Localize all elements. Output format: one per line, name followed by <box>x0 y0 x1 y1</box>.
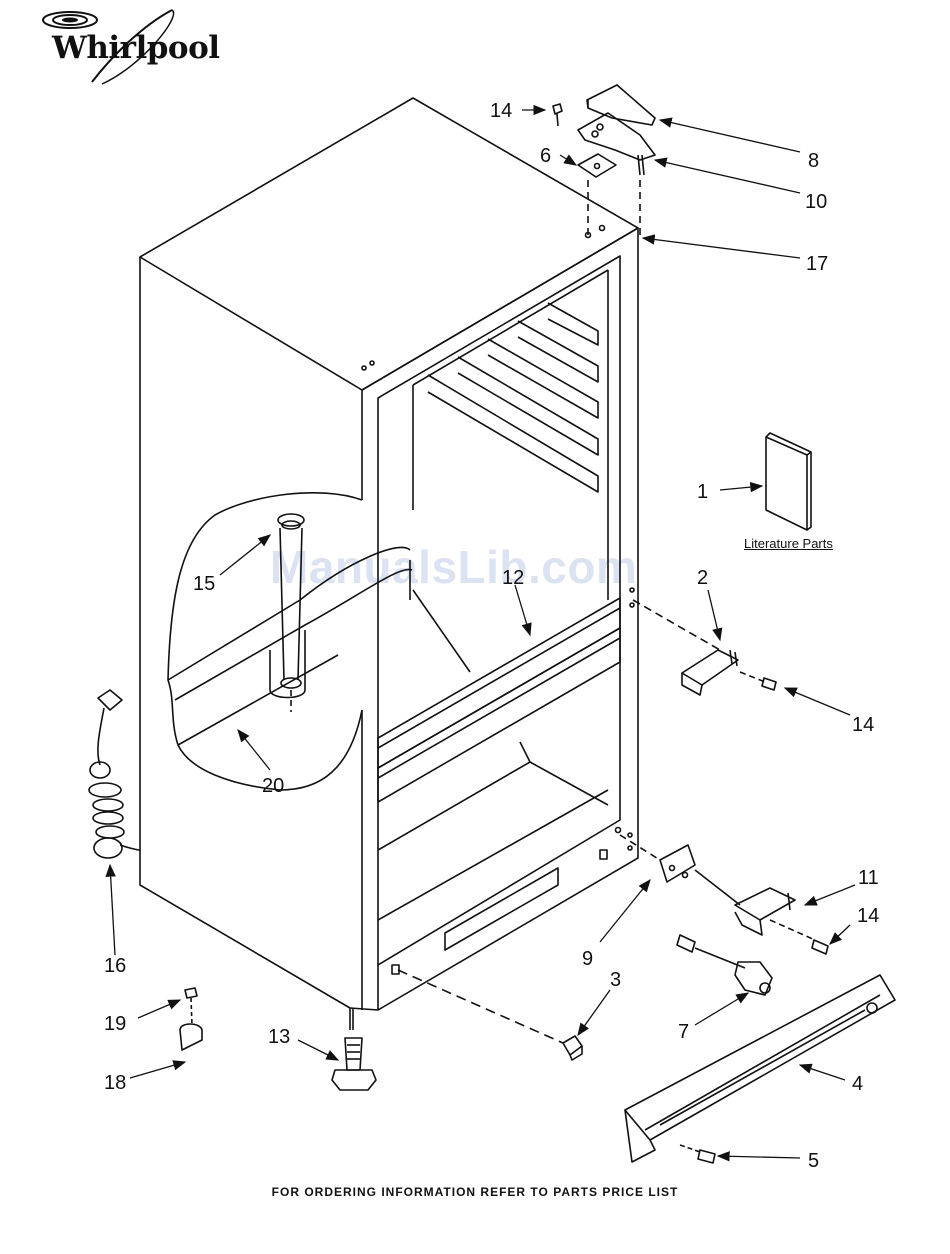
toe-grille <box>625 975 895 1162</box>
callout-16: 16 <box>104 955 126 977</box>
callout-12: 12 <box>502 567 524 589</box>
cutaway-drain-trough <box>168 493 470 790</box>
refrigerator-cabinet <box>140 98 638 1030</box>
literature-booklet <box>766 433 811 530</box>
wire-harness <box>677 935 772 995</box>
callout-3: 3 <box>610 969 621 991</box>
grille-screw <box>680 1145 715 1163</box>
grille-clip <box>398 970 582 1060</box>
callout-leaders <box>110 110 855 1158</box>
callout-1: 1 <box>697 481 708 503</box>
callout-10: 10 <box>805 191 827 213</box>
callout-9: 9 <box>582 948 593 970</box>
footer-note: FOR ORDERING INFORMATION REFER TO PARTS … <box>0 1185 950 1199</box>
top-hinge-assembly <box>553 85 655 240</box>
middle-hinge <box>633 600 776 695</box>
callout-13: 13 <box>268 1026 290 1048</box>
power-cord <box>89 690 140 858</box>
callout-19: 19 <box>104 1013 126 1035</box>
callout-15: 15 <box>193 573 215 595</box>
callout-18: 18 <box>104 1072 126 1094</box>
callout-5: 5 <box>808 1150 819 1172</box>
callout-6: 6 <box>540 145 551 167</box>
callout-14: 14 <box>852 714 874 736</box>
callout-14: 14 <box>857 905 879 927</box>
callout-8: 8 <box>808 150 819 172</box>
leveling-leg <box>332 1038 376 1090</box>
literature-parts-label: Literature Parts <box>744 536 833 551</box>
callout-14: 14 <box>490 100 512 122</box>
callout-2: 2 <box>697 567 708 589</box>
callout-11: 11 <box>858 867 879 889</box>
bottom-hinge-assembly <box>620 835 828 954</box>
callout-4: 4 <box>852 1073 863 1095</box>
cord-clamp <box>180 988 202 1050</box>
callout-20: 20 <box>262 775 284 797</box>
callout-17: 17 <box>806 253 828 275</box>
callout-7: 7 <box>678 1021 689 1043</box>
